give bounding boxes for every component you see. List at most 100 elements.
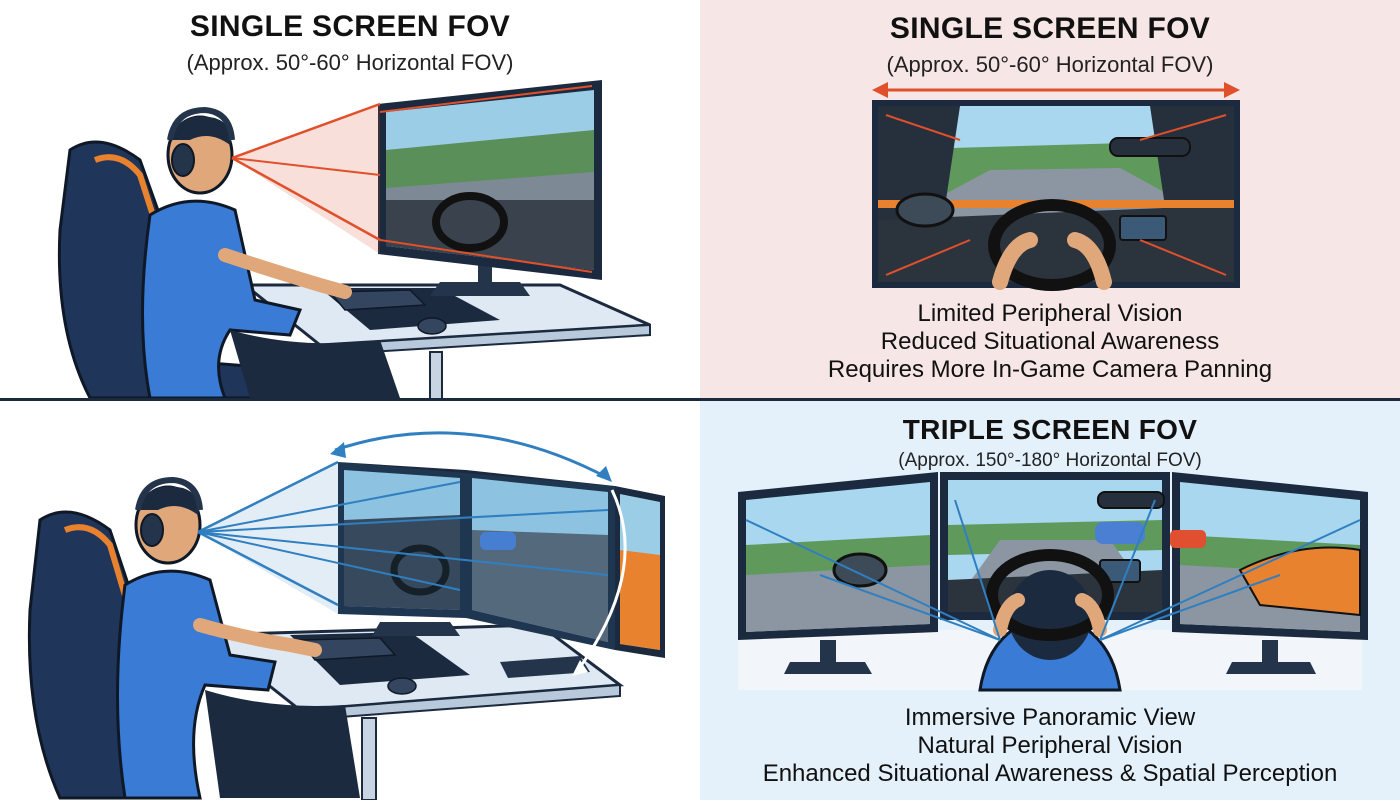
fov-arrow-right	[1224, 82, 1240, 98]
triple-view-point: Immersive Panoramic View	[904, 704, 1196, 731]
person-arm	[193, 618, 322, 657]
single-view-points: Limited Peripheral Vision Reduced Situat…	[700, 300, 1400, 384]
single-screen-view-panel: SINGLE SCREEN FOV (Approx. 50°-60° Horiz…	[700, 0, 1400, 400]
triple-fov-line	[1099, 519, 1361, 641]
triple-fov-line	[1099, 574, 1281, 641]
monitor-left-wheel	[390, 544, 450, 596]
triple-screen-view-panel: TRIPLE SCREEN FOV (Approx. 150°-180° Hor…	[700, 400, 1400, 800]
triple-view-illustration	[738, 472, 1368, 692]
triple-wheel	[986, 549, 1114, 641]
single-view-point: Reduced Situational Awareness	[880, 328, 1220, 355]
monitor-center-dash	[472, 530, 608, 642]
fov-ray	[197, 531, 461, 591]
fov-cone	[232, 104, 380, 254]
fov-ray	[197, 531, 609, 576]
panel-divider	[0, 398, 1400, 401]
fov-arc	[334, 431, 609, 480]
triple-fov-line	[819, 574, 1001, 641]
single-view-fov-line-bl	[885, 239, 971, 276]
fov-ray	[197, 460, 339, 534]
single-view-mirror	[1109, 137, 1191, 157]
single-view-side-mirror	[895, 192, 955, 228]
triple-left-mirror	[832, 552, 888, 588]
triple-view-point: Enhanced Situational Awareness & Spatial…	[762, 760, 1338, 787]
single-view-fov-line-tr	[1139, 114, 1227, 141]
single-person-title: SINGLE SCREEN FOV	[189, 10, 511, 43]
fov-ray-top	[231, 102, 381, 160]
person-arm	[218, 248, 352, 299]
monitor-right-car	[620, 550, 660, 650]
triple-fov-line	[1099, 499, 1156, 641]
driver-head	[1008, 570, 1092, 660]
triple-view-subtitle: (Approx. 150°-180° Horizontal FOV)	[898, 450, 1202, 471]
keyboard	[328, 289, 427, 311]
stand-left	[820, 640, 836, 668]
fov-arc-head-right	[596, 466, 612, 482]
single-view-title: SINGLE SCREEN FOV	[889, 12, 1211, 45]
headphone-band	[135, 476, 203, 511]
triple-view-points: Immersive Panoramic View Natural Periphe…	[700, 704, 1400, 788]
fov-cone	[198, 462, 615, 650]
stand-right	[1262, 640, 1278, 668]
person-torso	[116, 569, 277, 800]
chair-trim	[93, 154, 183, 301]
driver-hand-right	[1075, 593, 1107, 637]
single-view-infotainment	[1119, 215, 1167, 241]
single-view-subtitle: (Approx. 50°-60° Horizontal FOV)	[886, 52, 1214, 77]
triple-screen-illustration	[27, 431, 665, 800]
monitor-base-left	[372, 622, 460, 636]
fov-ray	[197, 481, 461, 533]
monitor-base	[430, 282, 530, 296]
person-hair	[168, 116, 231, 145]
person-legs	[230, 330, 400, 398]
single-view-point: Requires More In-Game Camera Panning	[827, 356, 1273, 383]
triple-screen-person-panel	[0, 400, 700, 800]
person-legs	[205, 690, 360, 798]
person-hair	[136, 486, 199, 515]
fov-arc-side-head	[572, 660, 588, 676]
triple-right-car-small	[1170, 530, 1206, 548]
triple-fov-line	[954, 499, 1001, 641]
fov-ray-bottom	[231, 156, 381, 242]
triple-fov-line	[745, 519, 1001, 641]
single-view-hand-right	[1067, 232, 1112, 290]
driver-hand-left	[993, 593, 1025, 637]
triple-view-point: Natural Peripheral Vision	[917, 732, 1183, 759]
mouse	[417, 317, 447, 335]
desk-leg	[429, 351, 443, 400]
fov-arrow-left	[872, 82, 888, 98]
triple-right-car	[1238, 546, 1361, 617]
fov-ray-mid	[231, 157, 381, 176]
fov-ray	[197, 530, 339, 607]
monitor-trees	[386, 130, 594, 188]
triple-center-mirror	[1097, 491, 1165, 509]
single-screen-illustration	[57, 80, 651, 400]
single-view-point: Limited Peripheral Vision	[917, 300, 1183, 327]
chair-trim	[63, 524, 153, 681]
monitor-base-right	[500, 656, 590, 678]
single-screen-person-panel: SINGLE SCREEN FOV (Approx. 50°-60° Horiz…	[0, 0, 700, 400]
triple-view-title: TRIPLE SCREEN FOV	[902, 414, 1198, 445]
headphone-cup	[140, 513, 164, 547]
monitor-center-car	[480, 532, 516, 550]
single-view-fov-line-tl	[885, 114, 961, 141]
fov-ray-screen-bottom	[379, 239, 593, 273]
single-view-wheel	[988, 199, 1116, 291]
fov-ray-screen-top	[379, 85, 593, 113]
fov-arc-side	[576, 489, 627, 671]
fov-ray	[197, 509, 609, 533]
single-person-subtitle: (Approx. 50°-60° Horizontal FOV)	[186, 50, 514, 75]
desk-leg	[361, 717, 377, 800]
triple-center-car	[1095, 522, 1145, 544]
triple-left-road	[746, 565, 930, 632]
single-view-fov-line-br	[1139, 239, 1227, 276]
fov-arc-head-left	[330, 442, 346, 458]
base-left	[784, 662, 872, 674]
person-torso	[141, 199, 303, 400]
base-right	[1226, 662, 1316, 674]
headphone-cup	[171, 143, 195, 177]
monitor-wheel	[432, 192, 508, 252]
mouse	[387, 677, 417, 695]
single-view-illustration	[872, 82, 1240, 291]
headphone-band	[167, 106, 235, 141]
